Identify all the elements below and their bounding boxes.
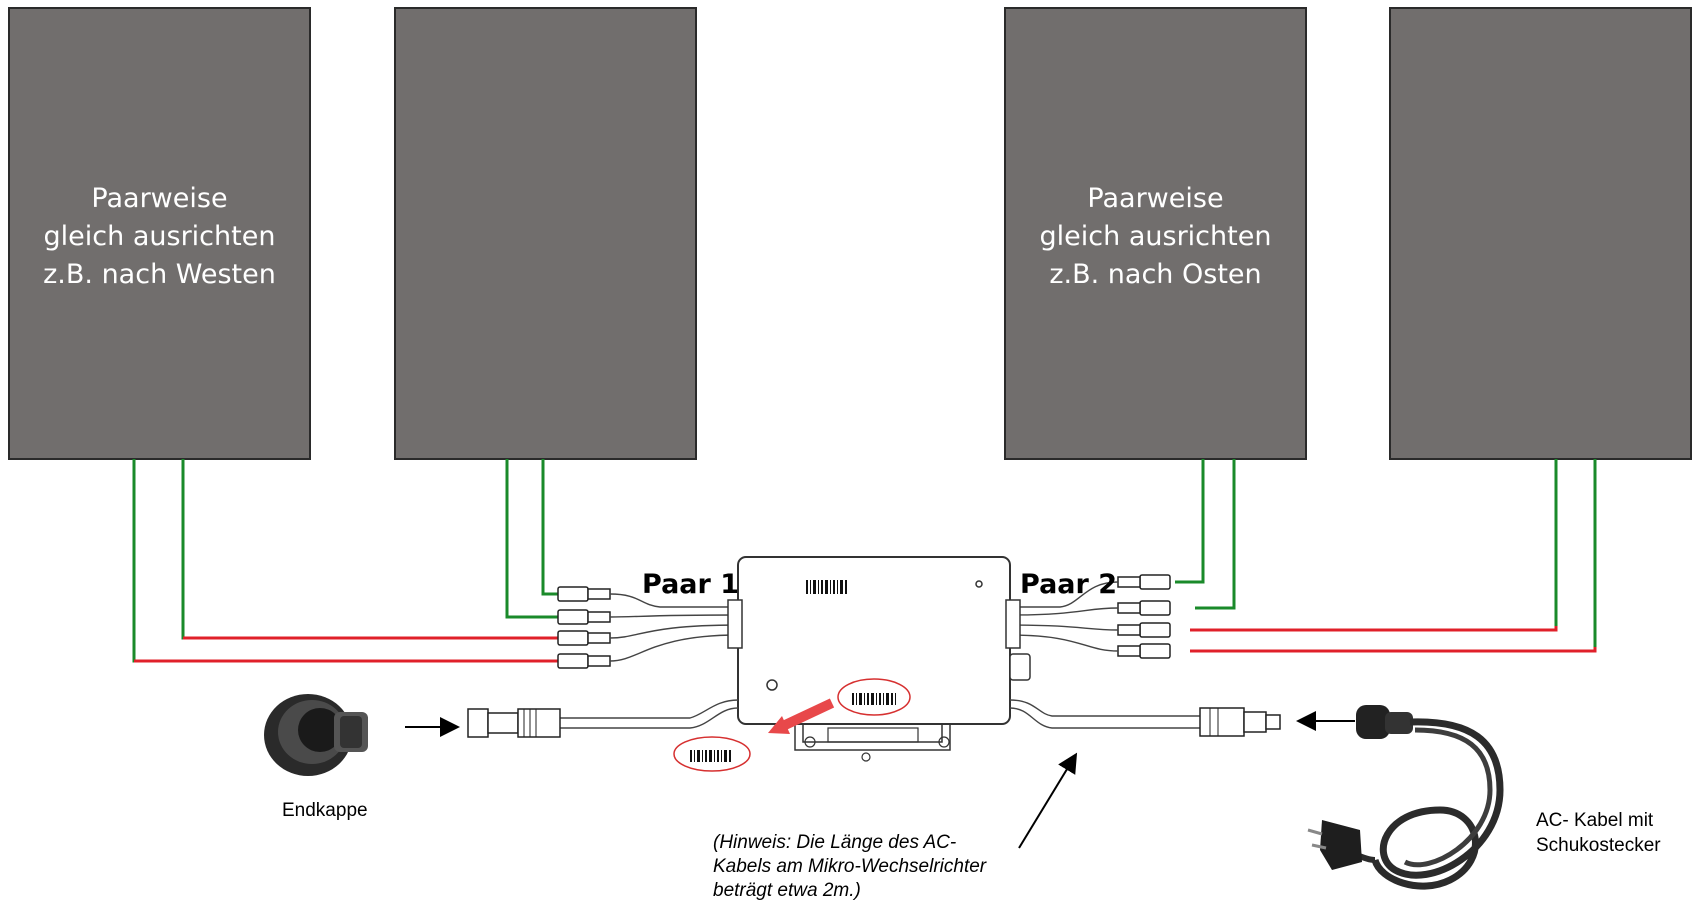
dc-wires-pair-2: [1175, 459, 1597, 653]
solar-panel-3: Paarweise gleich ausrichten z.B. nach Os…: [1004, 7, 1307, 460]
panel-3-line-3: z.B. nach Osten: [1049, 259, 1261, 290]
note-line-1: (Hinweis: Die Länge des AC-: [713, 832, 956, 853]
wire-panel2-outer: [505, 459, 560, 619]
panel-1-line-2: gleich ausrichten: [44, 221, 276, 252]
ac-cable-label-line-1: AC- Kabel mit: [1536, 810, 1654, 831]
wire-panel1-inner-green: [181, 459, 260, 640]
schuko-plug-cable-icon: [1307, 705, 1504, 890]
wire-panel4-inner: [1190, 459, 1597, 653]
ac-cable-label-line-2: Schukostecker: [1536, 835, 1661, 856]
solar-panel-4: [1389, 7, 1692, 460]
wire-panel1-outer: [132, 459, 563, 663]
ac-cable-right: [1009, 699, 1281, 737]
pair-1-label: Paar 1: [642, 569, 739, 600]
barcode-label-2: [837, 678, 911, 716]
wire-panel3-outer: [1175, 459, 1205, 584]
ac-cable-left: [467, 699, 739, 738]
wire-panel2-inner: [541, 459, 560, 596]
pair-2-label: Paar 2: [1020, 569, 1117, 600]
dc-connectors-left: [557, 586, 739, 669]
solar-panel-1: Paarweise gleich ausrichten z.B. nach We…: [8, 7, 311, 460]
barcode-label-1: [805, 576, 849, 594]
panel-1-line-1: Paarweise: [91, 183, 227, 214]
barcode-label-3: [673, 736, 751, 772]
red-highlight-arrow-icon: [768, 698, 835, 734]
dc-wires-pair-1: [132, 459, 563, 663]
wire-panel4-outer: [1190, 459, 1558, 632]
end-cap-label: Endkappe: [282, 800, 368, 821]
note-line-3: beträgt etwa 2m.): [713, 880, 861, 901]
note-line-2: Kabels am Mikro-Wechselrichter: [713, 856, 987, 877]
panel-3-line-2: gleich ausrichten: [1040, 221, 1272, 252]
solar-panel-2: [394, 7, 697, 460]
micro-inverter: [673, 556, 1031, 772]
end-cap-icon: [264, 694, 368, 776]
panel-3-line-1: Paarweise: [1087, 183, 1223, 214]
wire-panel3-inner: [1195, 459, 1236, 610]
dc-connectors-right: [1009, 574, 1171, 659]
panel-1-line-3: z.B. nach Westen: [43, 259, 276, 290]
arrow-note-icon: [1018, 752, 1078, 849]
